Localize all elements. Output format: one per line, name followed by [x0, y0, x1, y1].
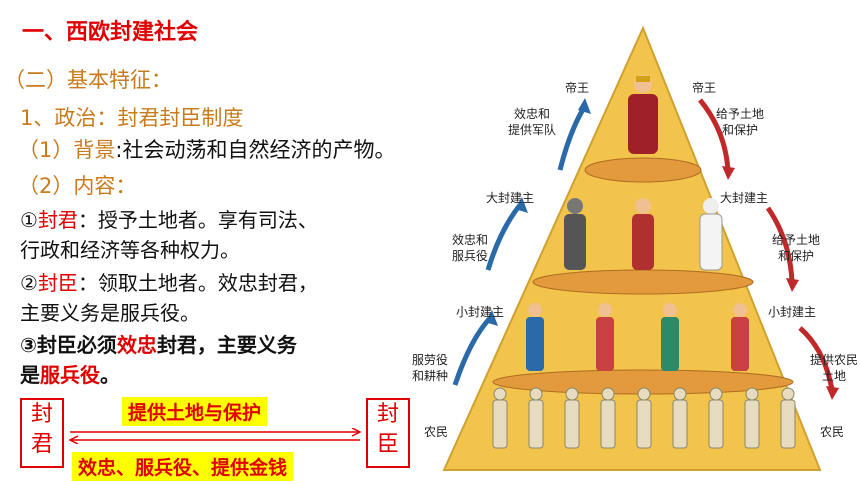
right-label-great-lord: 大封建主	[720, 191, 768, 205]
top-relation-label: 提供土地与保护	[122, 397, 268, 426]
subsection-heading: 1、政治：封君封臣制度	[20, 106, 244, 130]
up-note-1-line1: 效忠和	[514, 106, 550, 121]
page-title: 一、西欧封建社会	[22, 20, 199, 45]
down-note-3-line1: 提供农民	[810, 352, 858, 367]
left-label-emperor: 帝王	[565, 80, 589, 95]
duty-paragraph: ③封臣必须效忠封君，主要义务 是服兵役。	[20, 330, 297, 390]
down-note-2-line2: 和保护	[778, 249, 814, 263]
up-note-3-line2: 和耕种	[412, 368, 448, 383]
relation-arrow	[68, 428, 362, 444]
emperor-platform	[584, 157, 702, 183]
vassal-paragraph: ②封臣：领取土地者。效忠封君， 主要义务是服兵役。	[20, 268, 318, 328]
up-note-3-line1: 服劳役	[412, 352, 448, 367]
up-note-2-line2: 服兵役	[452, 248, 488, 263]
duty-part3: 是	[20, 363, 40, 387]
left-label-peasant: 农民	[424, 425, 448, 439]
background-line: （1）背景:社会动荡和自然经济的产物。	[18, 134, 395, 164]
vassal-box-char1: 封	[376, 402, 399, 427]
lord-line1: ：授予土地者。享有司法、	[77, 208, 318, 232]
lord-prefix: ①	[20, 208, 38, 232]
down-note-1-line1: 给予土地	[716, 107, 764, 121]
down-note-1-line2: 和保护	[722, 123, 758, 137]
down-note-3-line2: 土地	[822, 369, 846, 383]
duty-part1: ③封臣必须	[20, 333, 117, 357]
up-note-2-line1: 效忠和	[452, 232, 488, 247]
lord-line2: 行政和经济等各种权力。	[20, 238, 240, 262]
feudal-pyramid: 帝王 大封建主 小封建主 农民 帝王 大封建主 小封建主 农民 效忠和 提供军队…	[412, 25, 858, 471]
grant-arrows	[698, 98, 835, 391]
grant-arrowheads	[722, 166, 839, 400]
right-label-peasant: 农民	[820, 425, 844, 439]
vassal-prefix: ②	[20, 271, 38, 295]
up-note-1-line2: 提供军队	[508, 122, 556, 137]
vassal-line2: 主要义务是服兵役。	[20, 301, 200, 325]
down-note-2-line1: 给予土地	[772, 233, 820, 247]
content-label: （2）内容：	[18, 174, 137, 198]
right-label-emperor: 帝王	[692, 80, 716, 95]
duty-military-service: 服兵役	[40, 363, 100, 387]
duty-loyalty: 效忠	[116, 333, 157, 357]
background-text: :社会动荡和自然经济的产物。	[115, 138, 396, 162]
section-heading: （二）基本特征：	[4, 68, 172, 92]
left-label-great-lord: 大封建主	[486, 191, 534, 205]
peasant-figures	[492, 387, 796, 449]
lord-platform	[532, 269, 754, 295]
lord-term: 封君	[37, 208, 78, 232]
lord-box: 封 君	[20, 398, 64, 468]
vassal-box-char2: 臣	[376, 432, 399, 457]
small-lord-figures	[526, 303, 749, 371]
vassal-line1: ：领取土地者。效忠封君，	[77, 271, 318, 295]
lord-box-char2: 君	[30, 432, 53, 457]
bottom-relation-label: 效忠、服兵役、提供金钱	[72, 452, 294, 481]
vassal-box: 封 臣	[366, 398, 410, 468]
lord-box-char1: 封	[30, 402, 53, 427]
loyalty-arrowheads	[485, 98, 591, 326]
vassal-term: 封臣	[37, 271, 78, 295]
emperor-figure	[628, 75, 658, 154]
duty-part4: 。	[100, 363, 120, 387]
great-lord-figures	[564, 198, 723, 271]
background-label: （1）背景	[18, 138, 116, 162]
duty-part2: 封君，主要义务	[156, 333, 297, 357]
right-label-small-lord: 小封建主	[768, 305, 816, 319]
lord-paragraph: ①封君：授予土地者。享有司法、 行政和经济等各种权力。	[20, 205, 318, 265]
left-label-small-lord: 小封建主	[456, 305, 504, 319]
